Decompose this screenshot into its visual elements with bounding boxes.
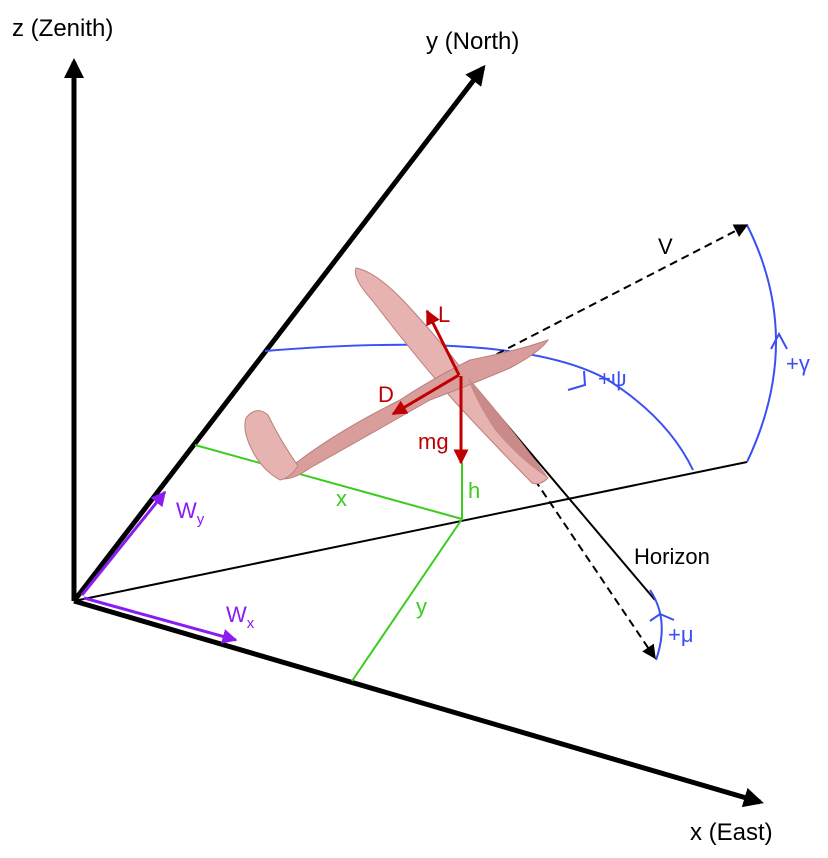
psi-label: +ψ xyxy=(598,366,627,391)
y-axis-label: y (North) xyxy=(426,28,519,55)
lift-vector xyxy=(425,309,461,376)
z-axis-label: z (Zenith) xyxy=(12,15,113,42)
gamma-label: +γ xyxy=(786,351,810,376)
bank-arc xyxy=(649,589,663,661)
y-axis xyxy=(72,64,486,603)
wind-y-vector xyxy=(80,490,167,596)
wind-x-label: Wx xyxy=(226,602,255,632)
x-position-label: x xyxy=(336,486,347,511)
h-position-label: h xyxy=(468,478,480,503)
x-position-line xyxy=(194,444,463,520)
gamma-tick xyxy=(770,331,788,350)
heading-arc xyxy=(264,343,694,471)
psi-tick xyxy=(567,370,587,391)
velocity-label: V xyxy=(658,234,673,259)
wind-vectors xyxy=(80,490,238,644)
angle-arcs xyxy=(264,224,788,661)
aircraft-wing-shade xyxy=(468,378,548,478)
mu-tick xyxy=(649,612,675,622)
horizon-label: Horizon xyxy=(634,544,710,569)
force-vectors xyxy=(391,309,469,465)
weight-label: mg xyxy=(418,429,449,454)
aircraft xyxy=(244,267,550,485)
lift-label: L xyxy=(438,302,450,327)
wind-y-label: Wy xyxy=(176,498,205,528)
aircraft-tail xyxy=(244,410,299,481)
coordinate-axes xyxy=(64,58,764,808)
mu-label: +μ xyxy=(668,622,694,647)
y-position-label: y xyxy=(416,594,427,619)
flight-path-arc xyxy=(746,224,777,463)
position-lines xyxy=(194,444,463,682)
x-axis-label: x (East) xyxy=(690,819,773,846)
y-position-line xyxy=(351,518,463,682)
drag-vector xyxy=(391,373,460,416)
velocity-vector xyxy=(461,224,749,373)
wind-x-subscript: x xyxy=(247,615,255,632)
wind-x-main: W xyxy=(226,602,247,627)
wind-y-subscript: y xyxy=(197,511,205,528)
x-axis xyxy=(73,598,764,808)
wind-x-vector xyxy=(83,596,238,644)
ground-line-to-projection xyxy=(73,461,748,602)
drag-label: D xyxy=(378,382,394,407)
wind-y-main: W xyxy=(176,498,197,523)
